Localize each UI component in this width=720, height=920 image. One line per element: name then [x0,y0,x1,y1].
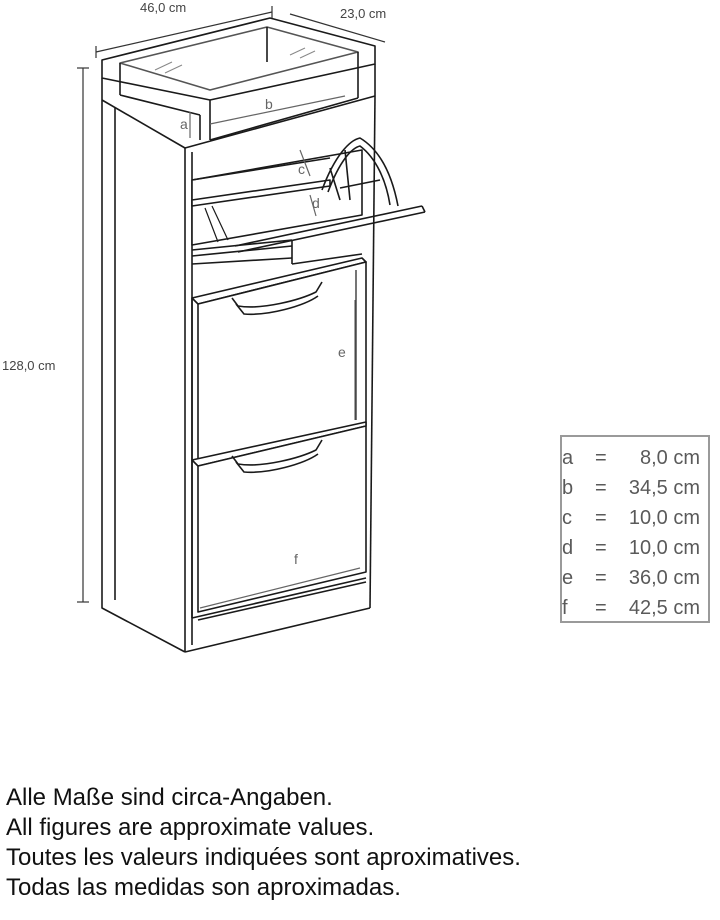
note-english: All figures are approximate values. [6,814,375,841]
approximate-values-note: Alle Maße sind circa-Angaben. All figure… [6,783,521,903]
equals-sign: = [595,537,607,559]
legend-row-e: e = 36,0 cm [562,563,704,593]
legend-key: a [561,447,574,469]
equals-sign: = [595,477,607,499]
width-dimension-label: 46,0 cm [140,0,186,15]
legend-row-d: d = 10,0 cm [562,533,704,563]
legend-key: e [561,567,574,589]
equals-sign: = [595,447,607,469]
legend-row-b: b = 34,5 cm [562,473,704,503]
legend-value: 10,0 cm [628,507,700,529]
depth-dimension-label: 23,0 cm [340,6,386,21]
legend-key: d [561,537,574,559]
legend-value: 10,0 cm [628,537,700,559]
label-f: f [294,551,298,567]
legend-row-f: f = 42,5 cm [562,593,704,623]
measurement-legend: a = 8,0 cm b = 34,5 cm c = 10,0 cm d = 10,0 cm e… [560,435,710,623]
shoe-drawer-1 [191,257,367,461]
legend-value: 42,5 cm [628,597,700,619]
legend-row-c: c = 10,0 cm [562,503,704,533]
note-french: Toutes les valeurs indiquées sont aproxi… [6,844,521,871]
label-e: e [338,344,346,360]
legend-key: b [561,477,574,499]
equals-sign: = [595,567,607,589]
open-flap [191,137,426,265]
label-b: b [265,96,273,112]
equals-sign: = [595,597,607,619]
equals-sign: = [595,507,607,529]
legend-key: f [561,597,568,619]
label-d: d [312,195,320,211]
legend-key: c [561,507,572,529]
dimension-lines [77,6,386,609]
top-tray [101,17,376,141]
legend-value: 36,0 cm [628,567,700,589]
note-spanish: Todas las medidas son aproximadas. [6,874,401,901]
height-dimension-label: 128,0 cm [2,358,55,373]
label-c: c [298,161,305,177]
note-german: Alle Maße sind circa-Angaben. [6,784,333,811]
shoe-drawer-2 [191,421,367,621]
label-a: a [180,116,188,132]
legend-row-a: a = 8,0 cm [562,443,704,473]
legend-value: 34,5 cm [628,477,700,499]
legend-value: 8,0 cm [639,447,700,469]
